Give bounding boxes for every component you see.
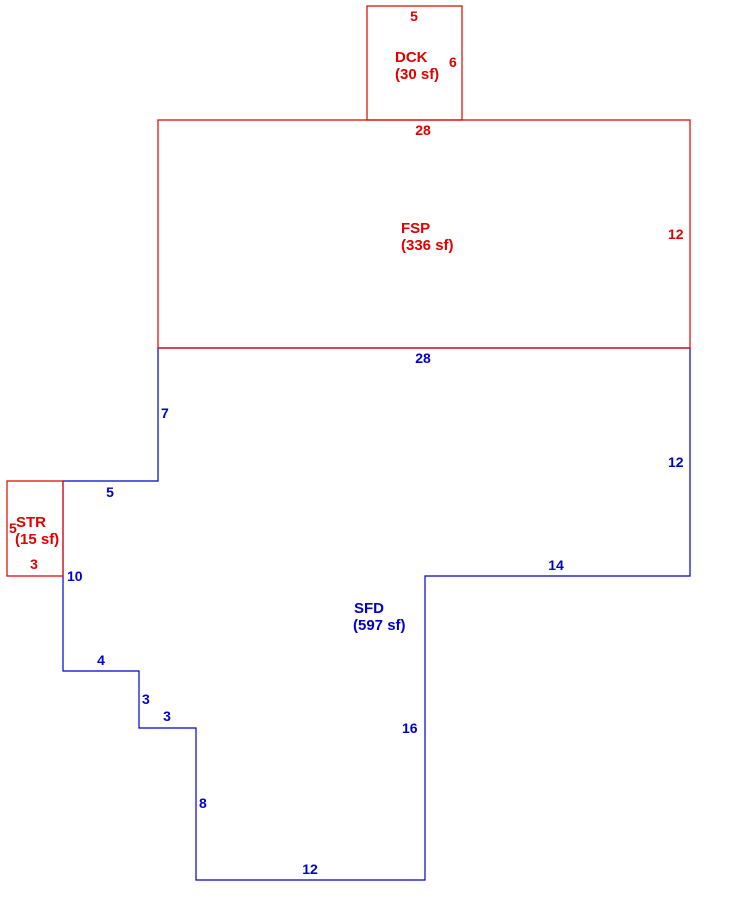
dck-outline [366, 5, 463, 121]
dim-sfd-left-lower: 8 [199, 795, 207, 811]
fsp-area: (336 sf) [401, 237, 454, 254]
sfd-code: SFD [354, 600, 384, 617]
sfd-area: (597 sf) [353, 617, 406, 634]
dim-sfd-top: 28 [415, 350, 431, 366]
dim-sfd-step-small-h: 3 [163, 708, 171, 724]
str-outline [6, 480, 64, 577]
dim-sfd-step-mid: 14 [548, 557, 564, 573]
dim-sfd-right-upper: 12 [668, 454, 684, 470]
dim-dck-right: 6 [449, 54, 457, 70]
fsp-outline [157, 119, 691, 349]
dim-str-left: 5 [9, 520, 17, 536]
dim-sfd-step-lower: 4 [97, 652, 105, 668]
fsp-code: FSP [401, 220, 430, 237]
dim-sfd-step-top: 5 [106, 484, 114, 500]
dim-sfd-right-lower: 16 [402, 720, 418, 736]
dck-area: (30 sf) [395, 66, 439, 83]
dim-sfd-step-small-v: 3 [142, 691, 150, 707]
dim-sfd-bottom: 12 [302, 861, 318, 877]
dim-sfd-left-mid: 10 [67, 568, 83, 584]
dim-fsp-top: 28 [415, 122, 431, 138]
str-code: STR [16, 514, 46, 531]
dim-str-bottom: 3 [30, 556, 38, 572]
str-area: (15 sf) [15, 531, 59, 548]
dim-dck-top: 5 [410, 8, 418, 24]
dim-sfd-left-upper: 7 [161, 405, 169, 421]
dck-code: DCK [395, 49, 428, 66]
dim-fsp-right: 12 [668, 226, 684, 242]
